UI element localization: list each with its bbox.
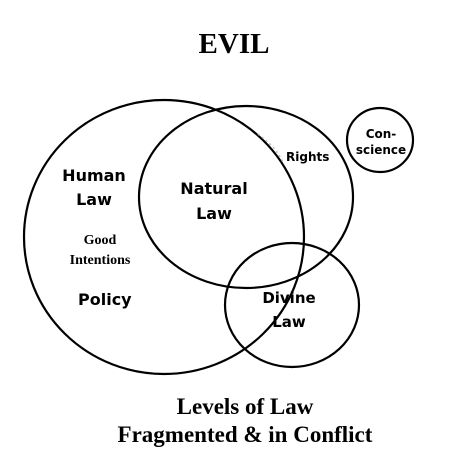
diagram-title: EVIL <box>198 28 270 60</box>
divine-law-circle <box>223 241 361 369</box>
natural-law-label-line2: Law <box>196 204 232 223</box>
rights-crossing-smudge <box>257 133 285 165</box>
human-law-circle <box>22 98 306 376</box>
rights-label: Rights <box>286 150 330 164</box>
human-law-label-line1: Human <box>62 166 126 185</box>
natural-law-label: Natural Law <box>168 176 260 226</box>
divine-law-label-line2: Law <box>272 313 306 331</box>
human-law-label: Human Law <box>55 164 133 212</box>
good-intentions-label: Good Intentions <box>54 231 146 271</box>
conscience-circle <box>345 106 415 174</box>
conscience-label: Con- science <box>350 126 412 158</box>
policy-label: Policy <box>78 290 132 309</box>
caption-line2: Fragmented & in Conflict <box>117 422 373 447</box>
natural-law-circle <box>137 104 355 290</box>
divine-law-label: Divine Law <box>250 286 328 334</box>
good-intentions-label-line2: Intentions <box>69 253 131 268</box>
conscience-label-line1: Con- <box>365 127 397 141</box>
natural-law-label-line1: Natural <box>180 179 248 198</box>
divine-law-label-line1: Divine <box>262 289 316 307</box>
good-intentions-label-line1: Good <box>83 233 117 248</box>
conscience-label-line2: science <box>355 143 407 157</box>
caption: Levels of Law Fragmented & in Conflict <box>70 393 420 449</box>
human-law-label-line2: Law <box>76 190 112 209</box>
caption-line1: Levels of Law <box>176 394 314 419</box>
